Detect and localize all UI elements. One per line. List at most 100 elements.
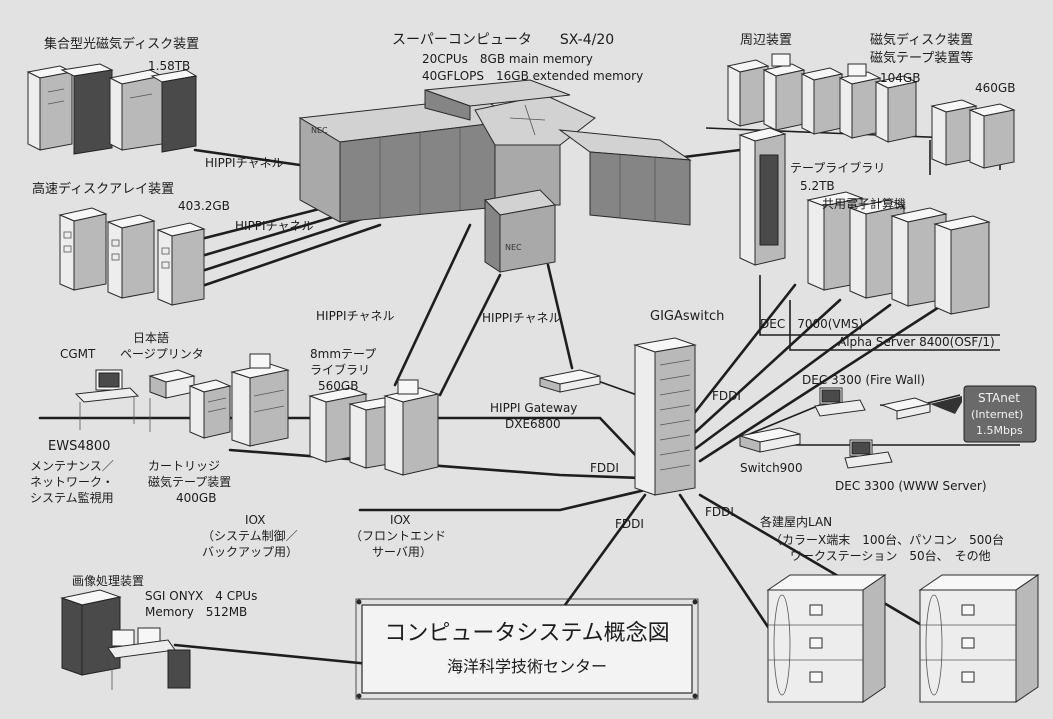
peripheral-capacity-a: 104GB [880, 71, 920, 85]
dec3300-www [844, 439, 893, 469]
supercomputer-sx4: NEC NEC [298, 79, 692, 273]
iox-frontend-line2: サーバ用） [372, 545, 432, 559]
hippi-link-disk-array-1 [203, 203, 337, 240]
stanet-box[interactable]: STAnet (Internet) 1.5Mbps [930, 385, 1037, 443]
stanet-line1: STAnet [978, 391, 1020, 405]
fddi-link-shared-4 [698, 298, 952, 463]
disk-array-cabinets [58, 207, 206, 306]
fddi-label-4: FDDI [705, 505, 734, 519]
fddi-link-title [563, 493, 647, 607]
stanet-line3: 1.5Mbps [976, 424, 1023, 437]
hippi-link-iox [438, 273, 502, 397]
diagram-title: コンピュータシステム概念図 [384, 621, 669, 646]
ews-line2: ネットワーク・ [30, 475, 114, 489]
dec3300-fw-name: DEC 3300 (Fire Wall) [802, 373, 925, 387]
connection-lines [38, 127, 1020, 667]
switch900-to-fw [739, 404, 821, 439]
gigaswitch-rack [633, 337, 697, 496]
fddi-link-shared-3 [693, 303, 892, 451]
image-proc-name: 画像処理装置 [72, 574, 144, 588]
hippi-link-disk-array-2 [203, 210, 352, 257]
lan-building-2 [918, 574, 1040, 703]
tape-8mm-line1: 8mmテープ [310, 347, 376, 361]
switch900-box [739, 427, 801, 453]
router-box [880, 397, 932, 420]
page-printer-line1: 日本語 [133, 330, 169, 345]
image-proc-link [173, 643, 382, 667]
fddi-label-3: FDDI [615, 517, 644, 531]
lan-line2: ワークステーション 50台、 その他 [790, 548, 991, 563]
disk-array-capacity: 403.2GB [178, 199, 230, 213]
iox-backup-line1: （システム制御／ [202, 528, 298, 543]
cgmt-workstation [74, 369, 140, 430]
dec-ring-bottom [789, 300, 1000, 351]
tape-8mm-library [308, 379, 440, 476]
iox-backup-name: IOX [245, 513, 265, 527]
dec3300-www-name: DEC 3300 (WWW Server) [835, 479, 987, 493]
diagram-subtitle: 海洋科学技術センター [447, 657, 607, 676]
hippi-label-1: HIPPIチャネル [205, 156, 283, 170]
peripheral-storage-1: 磁気ディスク装置 [870, 32, 973, 48]
ews4800-cabinet [188, 379, 232, 439]
ews-line1: メンテナンス／ [30, 459, 114, 473]
switch900-name: Switch900 [740, 461, 803, 475]
hippi-label-3: HIPPIチャネル [482, 311, 560, 325]
lan-line-iox [358, 488, 647, 512]
iox-backup-line2: バックアップ用） [202, 545, 298, 559]
fddi-link-shared-2 [688, 298, 842, 439]
dec7000-name: DEC 7000(VMS) [760, 317, 863, 331]
page-printer [148, 369, 196, 432]
hippi-label-2: HIPPIチャネル [235, 219, 313, 233]
stanet-line2: (Internet) [971, 408, 1023, 421]
page-printer-line2: ページプリンタ [120, 347, 204, 361]
tape-8mm-line2: ライブラリ [310, 362, 370, 377]
ews-line3: システム監視用 [30, 490, 114, 505]
shared-computer-cabinets [806, 191, 991, 315]
optical-disk-capacity: 1.58TB [148, 59, 190, 73]
lan-name: 各建屋内LAN [760, 514, 832, 529]
dec-ring-top [759, 275, 1000, 336]
tape-library-tower [738, 127, 787, 266]
optical-disk-name: 集合型光磁気ディスク装置 [44, 36, 199, 52]
ews-name: EWS4800 [48, 439, 110, 454]
hippi-link-disk-array-4 [203, 223, 382, 287]
optical-disk-cabinets [26, 63, 198, 155]
lan-line1: （カラーX端末 100台、パソコン 500台 [770, 532, 1004, 547]
hippi-gateway-box [539, 369, 601, 393]
hippi-link-gateway [546, 263, 574, 370]
peripheral-label: 周辺装置 [740, 33, 792, 48]
tape-8mm-capacity: 560GB [318, 379, 358, 393]
fddi-link-lan-2 [698, 493, 932, 632]
supercomputer-spec-1: 20CPUs 8GB main memory [422, 52, 593, 66]
fddi-label-1: FDDI [712, 389, 741, 403]
hippi-link-disk-array-3 [203, 216, 367, 272]
cgmt-name: CGMT [60, 347, 96, 361]
cartridge-tape-cabinet [230, 353, 290, 447]
lan-building-1 [766, 574, 887, 703]
supercomputer-title: スーパーコンピュータ SX-4/20 [392, 32, 614, 48]
tape-library-capacity: 5.2TB [800, 179, 835, 193]
hippi-link-optical-disk [193, 148, 302, 167]
cartridge-capacity: 400GB [176, 491, 216, 505]
image-proc-model: SGI ONYX 4 CPUs [145, 589, 257, 603]
dec3300-firewall [814, 387, 866, 417]
peripheral-capacity-b: 460GB [975, 81, 1015, 95]
gateway-to-gigaswitch [594, 379, 638, 396]
hippi-link-tape-library [393, 223, 472, 387]
svg-text:NEC: NEC [505, 243, 522, 252]
peripheral-storage-2: 磁気テープ装置等 [870, 50, 973, 66]
cartridge-line2: 磁気テープ装置 [148, 474, 231, 489]
fddi-link-lan-1 [678, 493, 772, 632]
shared-computer-name: 共用電子計算機 [822, 196, 906, 211]
supercomputer-spec-2: 40GFLOPS 16GB extended memory [422, 69, 643, 83]
gigaswitch-name: GIGAswitch [650, 309, 724, 324]
iox-frontend-line1: （フロントエンド [350, 529, 446, 543]
cartridge-line1: カートリッジ [148, 459, 220, 473]
iox-frontend-name: IOX [390, 513, 410, 527]
hippi-label-4: HIPPIチャネル [316, 309, 394, 323]
hippi-gateway-line2: DXE6800 [505, 417, 561, 431]
disk-array-name: 高速ディスクアレイ装置 [32, 181, 174, 197]
fddi-link-shared-1 [683, 283, 797, 427]
